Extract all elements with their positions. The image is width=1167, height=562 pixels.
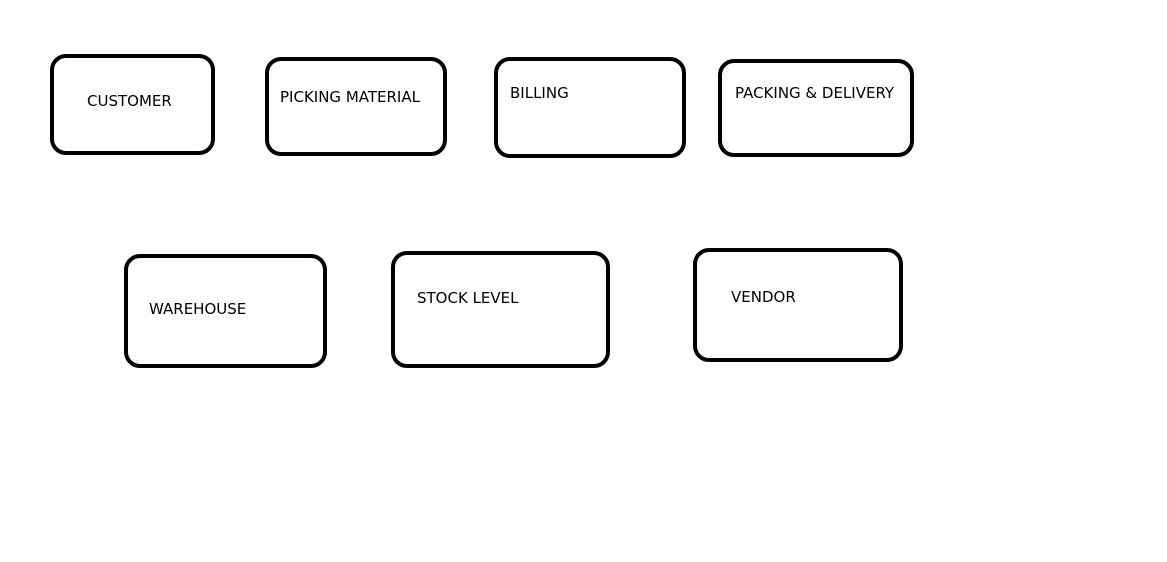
stock-level-node-label: STOCK LEVEL [417, 289, 519, 307]
customer-node[interactable]: CUSTOMER [50, 54, 215, 155]
packing-delivery-node[interactable]: PACKING & DELIVERY [718, 59, 914, 157]
vendor-node[interactable]: VENDOR [693, 248, 903, 362]
customer-node-label: CUSTOMER [87, 92, 172, 110]
warehouse-node[interactable]: WAREHOUSE [124, 254, 327, 368]
billing-node-label: BILLING [510, 84, 569, 102]
picking-material-node[interactable]: PICKING MATERIAL [265, 57, 447, 156]
packing-delivery-node-label: PACKING & DELIVERY [735, 84, 895, 102]
stock-level-node[interactable]: STOCK LEVEL [391, 251, 610, 368]
warehouse-node-label: WAREHOUSE [149, 300, 247, 318]
vendor-node-label: VENDOR [731, 288, 796, 306]
picking-material-node-label: PICKING MATERIAL [280, 88, 420, 106]
billing-node[interactable]: BILLING [494, 57, 686, 158]
